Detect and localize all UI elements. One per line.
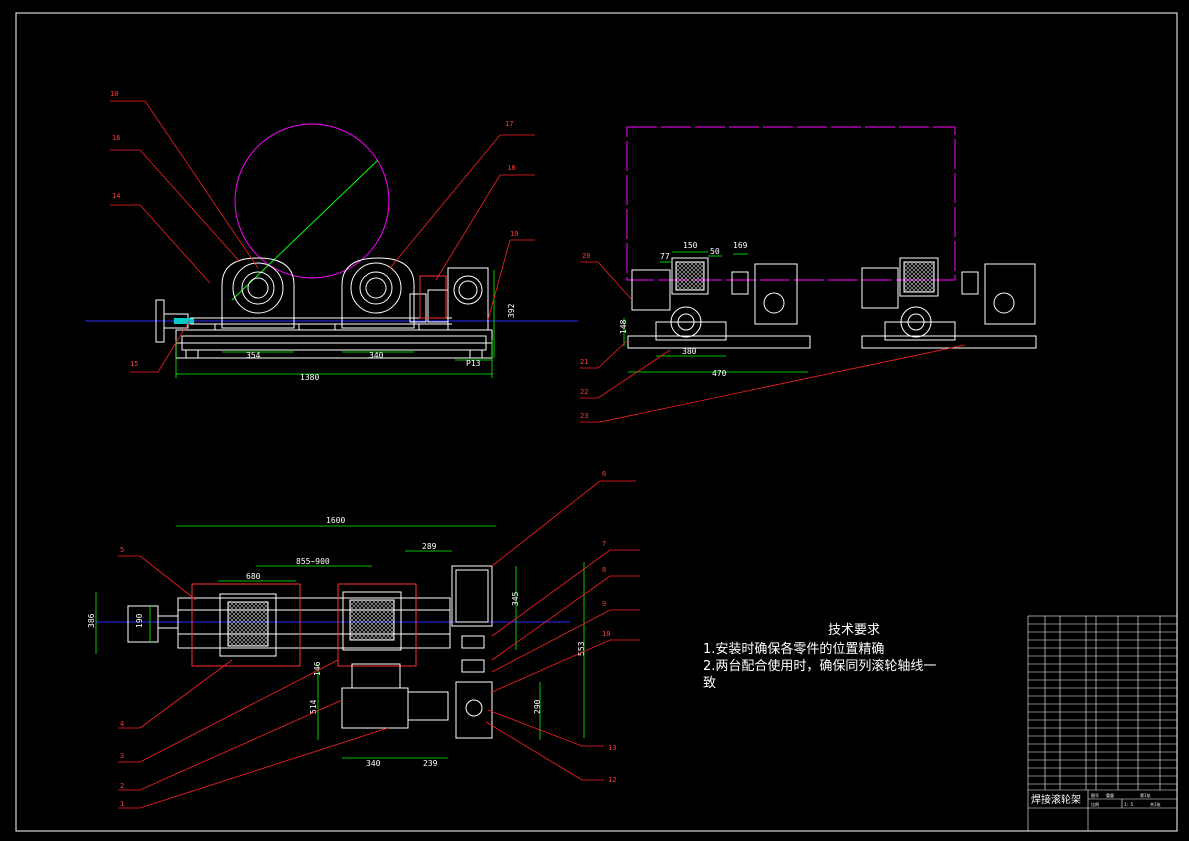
svg-text:20: 20 — [582, 252, 590, 260]
svg-text:第1张: 第1张 — [1140, 792, 1151, 798]
svg-text:15: 15 — [130, 360, 138, 368]
svg-text:7: 7 — [602, 540, 606, 548]
svg-text:345: 345 — [511, 591, 520, 606]
technical-requirement-1: 1.安装时确保各零件的位置精确 — [703, 642, 885, 657]
svg-text:514: 514 — [309, 699, 318, 714]
svg-text:3: 3 — [120, 752, 124, 760]
svg-text:169: 169 — [733, 241, 748, 250]
svg-text:22: 22 — [580, 388, 588, 396]
svg-text:12: 12 — [608, 776, 616, 784]
svg-text:焊接滚轮架: 焊接滚轮架 — [1031, 793, 1081, 806]
svg-text:148: 148 — [619, 319, 628, 334]
workpiece-circle — [234, 123, 390, 279]
svg-text:2: 2 — [120, 782, 124, 790]
sheet-border — [15, 12, 1178, 832]
title-block-texts: 焊接滚轮架 图号 第1张 比例 1：5 共1张 重量 — [1031, 792, 1161, 807]
svg-text:386: 386 — [87, 613, 96, 628]
svg-text:10: 10 — [602, 630, 610, 638]
side-view-dimension-texts: 150 50 169 77 148 380 470 — [619, 241, 748, 378]
svg-text:290: 290 — [533, 699, 542, 714]
svg-text:23: 23 — [580, 412, 588, 420]
svg-text:1600: 1600 — [326, 516, 345, 525]
title-block — [1027, 615, 1178, 832]
svg-text:14: 14 — [112, 192, 120, 200]
front-view-leaders — [110, 100, 535, 373]
svg-text:17: 17 — [505, 120, 513, 128]
svg-text:图号: 图号 — [1091, 792, 1099, 798]
svg-text:比例: 比例 — [1091, 801, 1099, 807]
plan-view — [96, 565, 570, 739]
svg-text:470: 470 — [712, 369, 727, 378]
svg-text:10: 10 — [110, 90, 118, 98]
plan-view-callouts: 5 6 7 8 9 10 4 3 2 1 13 12 — [120, 470, 616, 808]
svg-text:16: 16 — [112, 134, 120, 142]
svg-text:共1张: 共1张 — [1150, 801, 1161, 807]
svg-text:1380: 1380 — [300, 373, 319, 382]
svg-text:553: 553 — [577, 641, 586, 656]
svg-text:340: 340 — [366, 759, 381, 768]
svg-text:855~900: 855~900 — [296, 557, 330, 566]
plan-view-leaders — [118, 480, 640, 809]
front-view-dimension-texts: 354 340 1380 P13 392 — [246, 303, 516, 382]
front-view-dimensions — [175, 270, 495, 378]
svg-text:50: 50 — [710, 247, 720, 256]
plan-view-dimensions — [95, 525, 585, 759]
svg-text:6: 6 — [602, 470, 606, 478]
side-view — [626, 126, 1037, 349]
svg-text:13: 13 — [608, 744, 616, 752]
svg-text:8: 8 — [602, 566, 606, 574]
svg-text:289: 289 — [422, 542, 437, 551]
svg-text:77: 77 — [660, 252, 670, 261]
svg-text:680: 680 — [246, 572, 261, 581]
svg-text:392: 392 — [507, 303, 516, 318]
svg-text:380: 380 — [682, 347, 697, 356]
svg-text:190: 190 — [135, 613, 144, 628]
svg-text:150: 150 — [683, 241, 698, 250]
bom-rows — [1028, 623, 1177, 785]
svg-text:354: 354 — [246, 351, 261, 360]
svg-text:9: 9 — [602, 600, 606, 608]
svg-text:21: 21 — [580, 358, 588, 366]
side-view-dimensions — [623, 251, 808, 373]
svg-text:1: 1 — [120, 800, 124, 808]
plan-view-dimension-texts: 1600 680 855~900 289 345 190 386 553 290… — [87, 516, 586, 768]
technical-requirements: 技术要求 1.安装时确保各零件的位置精确 2.两台配合使用时，确保同列滚轮轴线一… — [703, 622, 1003, 692]
svg-text:4: 4 — [120, 720, 124, 728]
front-view-callouts: 10 16 14 15 17 18 19 — [110, 90, 518, 368]
technical-requirement-2-cont: 致 — [703, 676, 717, 691]
technical-requirement-2: 2.两台配合使用时，确保同列滚轮轴线一 — [703, 659, 937, 674]
svg-text:P13: P13 — [466, 359, 481, 368]
svg-text:18: 18 — [507, 164, 515, 172]
svg-text:146: 146 — [313, 661, 322, 676]
side-view-callouts: 20 21 22 23 — [580, 252, 590, 420]
svg-text:1：5: 1：5 — [1124, 802, 1134, 807]
svg-text:5: 5 — [120, 546, 124, 554]
svg-text:重量: 重量 — [1106, 792, 1114, 798]
svg-text:340: 340 — [369, 351, 384, 360]
side-view-leaders — [580, 261, 966, 423]
svg-text:19: 19 — [510, 230, 518, 238]
technical-requirements-title: 技术要求 — [828, 623, 881, 638]
svg-text:239: 239 — [423, 759, 438, 768]
